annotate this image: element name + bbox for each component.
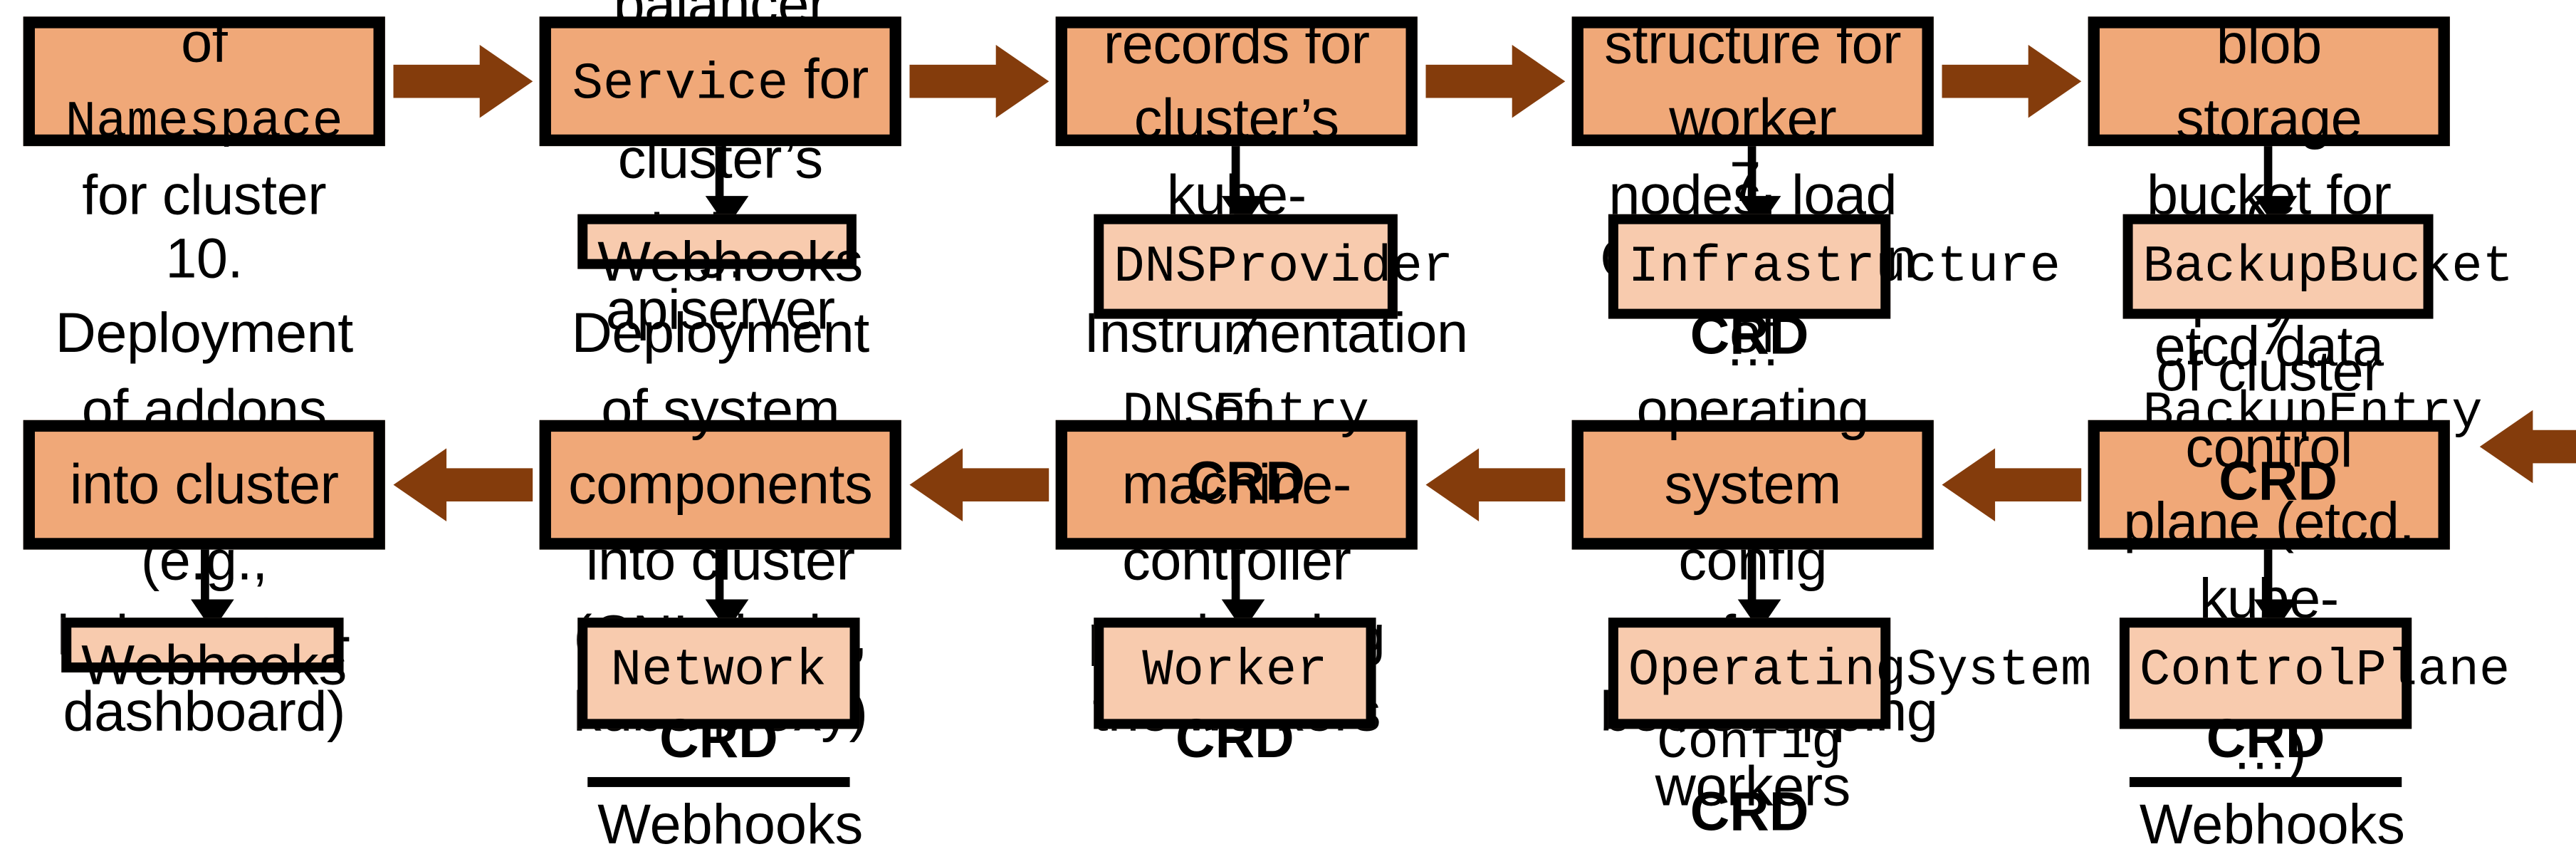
sub-row-network-crd: Network CRD — [610, 642, 827, 769]
sub-box-step-2[interactable]: Webhooks — [577, 214, 863, 294]
sub-row-webhooks: Webhooks — [81, 634, 347, 698]
sub-row-controlplane-crd: ControlPlane CRD — [2139, 642, 2510, 769]
sub-row-webhooks: Webhooks — [2129, 776, 2405, 864]
connector-step-8 — [1231, 549, 1240, 610]
sub-row-backup-crd: BackupBucket /BackupEntry CRD — [2142, 239, 2513, 512]
flow-arrow-5-to-6-wrap — [2446, 45, 2576, 501]
connector-step-2 — [715, 146, 724, 207]
sub-box-step-5[interactable]: BackupBucket /BackupEntry CRD — [2122, 214, 2513, 511]
step-box-5[interactable]: 5. Preparation of backupblob storage buc… — [2088, 12, 2450, 378]
sub-row-webhooks: Webhooks — [597, 231, 864, 294]
flow-arrow-9-to-10 — [393, 448, 533, 521]
sub-box-step-9[interactable]: Network CRD Webhooks — [577, 618, 863, 856]
sub-row-webhooks: Webhooks — [587, 776, 863, 864]
connector-step-9 — [715, 549, 724, 610]
step-box-3[interactable]: 3. Creation of DNSrecords for cluster’sk… — [1055, 12, 1418, 302]
flow-arrow-7-to-8 — [1425, 448, 1566, 521]
sub-box-step-3[interactable]: DNSProvider /DNSEntry CRD — [1094, 214, 1453, 511]
connector-step-6 — [2263, 549, 2273, 610]
flow-arrow-6-to-7 — [1942, 448, 2082, 521]
flow-arrow-2-to-3 — [909, 44, 1049, 118]
sub-box-step-10[interactable]: Webhooks — [61, 618, 347, 697]
connector-step-5 — [2263, 146, 2273, 207]
step-box-2[interactable]: 2. Creation of loadbalancer Service forc… — [539, 0, 901, 341]
flow-arrow-1-to-2 — [393, 44, 533, 118]
connector-step-4 — [1747, 146, 1756, 207]
step-box-4[interactable]: 4. Preparation of infra-structure for wo… — [1571, 12, 1934, 378]
connector-step-7 — [1747, 549, 1756, 610]
connector-step-3 — [1231, 146, 1240, 207]
sub-box-step-6[interactable]: ControlPlane CRD Webhooks — [2119, 618, 2510, 856]
flow-arrow-4-to-5 — [1942, 44, 2082, 118]
flow-arrow-8-to-9 — [909, 448, 1049, 521]
sub-row-dns-crd: DNSProvider /DNSEntry CRD — [1114, 239, 1454, 512]
flow-arrow-3-to-4 — [1425, 44, 1566, 118]
connector-step-10 — [201, 549, 209, 610]
